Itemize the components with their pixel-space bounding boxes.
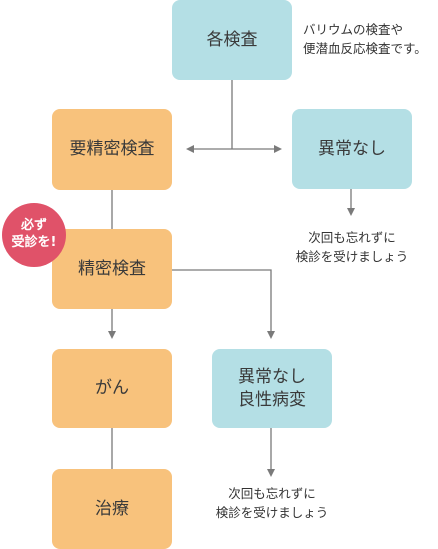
badge-line1: 必ず — [20, 218, 47, 234]
arrow-to-benign — [172, 269, 275, 339]
cancer-label: がん — [95, 378, 129, 399]
exam-note: バリウムの検査や 便潜血反応検査です。 — [303, 20, 438, 59]
treatment-label: 治療 — [95, 498, 129, 519]
exam-label: 各検査 — [206, 29, 258, 50]
precision-exam-label: 精密検査 — [78, 258, 146, 279]
next-time-note-1-line2: 検診を受けましょう — [295, 249, 409, 265]
exam-box: 各検査 — [172, 0, 292, 80]
benign-box: 異常なし 良性病変 — [212, 349, 332, 428]
badge-line2: 受診を! — [11, 235, 57, 250]
precision-exam-box: 精密検査 — [52, 229, 172, 309]
benign-label-line2: 良性病変 — [238, 389, 306, 410]
exam-note-line1: バリウムの検査や — [303, 22, 404, 37]
next-time-note-1-line1: 次回も忘れずに — [308, 230, 396, 245]
next-time-note-1: 次回も忘れずに 検診を受けましょう — [282, 228, 422, 267]
no-abnormality-box: 異常なし — [292, 109, 412, 189]
exam-note-line2: 便潜血反応検査です。 — [303, 41, 427, 57]
next-time-note-2: 次回も忘れずに 検診を受けましょう — [202, 484, 342, 523]
treatment-box: 治療 — [52, 469, 172, 549]
cancer-box: がん — [52, 349, 172, 428]
next-time-note-2-line2: 検診を受けましょう — [215, 505, 329, 521]
no-abnormality-label: 異常なし — [318, 138, 386, 159]
must-visit-badge: 必ず 受診を! — [2, 203, 66, 267]
next-time-note-2-line1: 次回も忘れずに — [228, 486, 316, 501]
detailed-exam-label: 要精密検査 — [69, 139, 155, 160]
benign-label-line1: 異常なし — [238, 366, 306, 387]
detailed-exam-box: 要精密検査 — [52, 109, 172, 190]
